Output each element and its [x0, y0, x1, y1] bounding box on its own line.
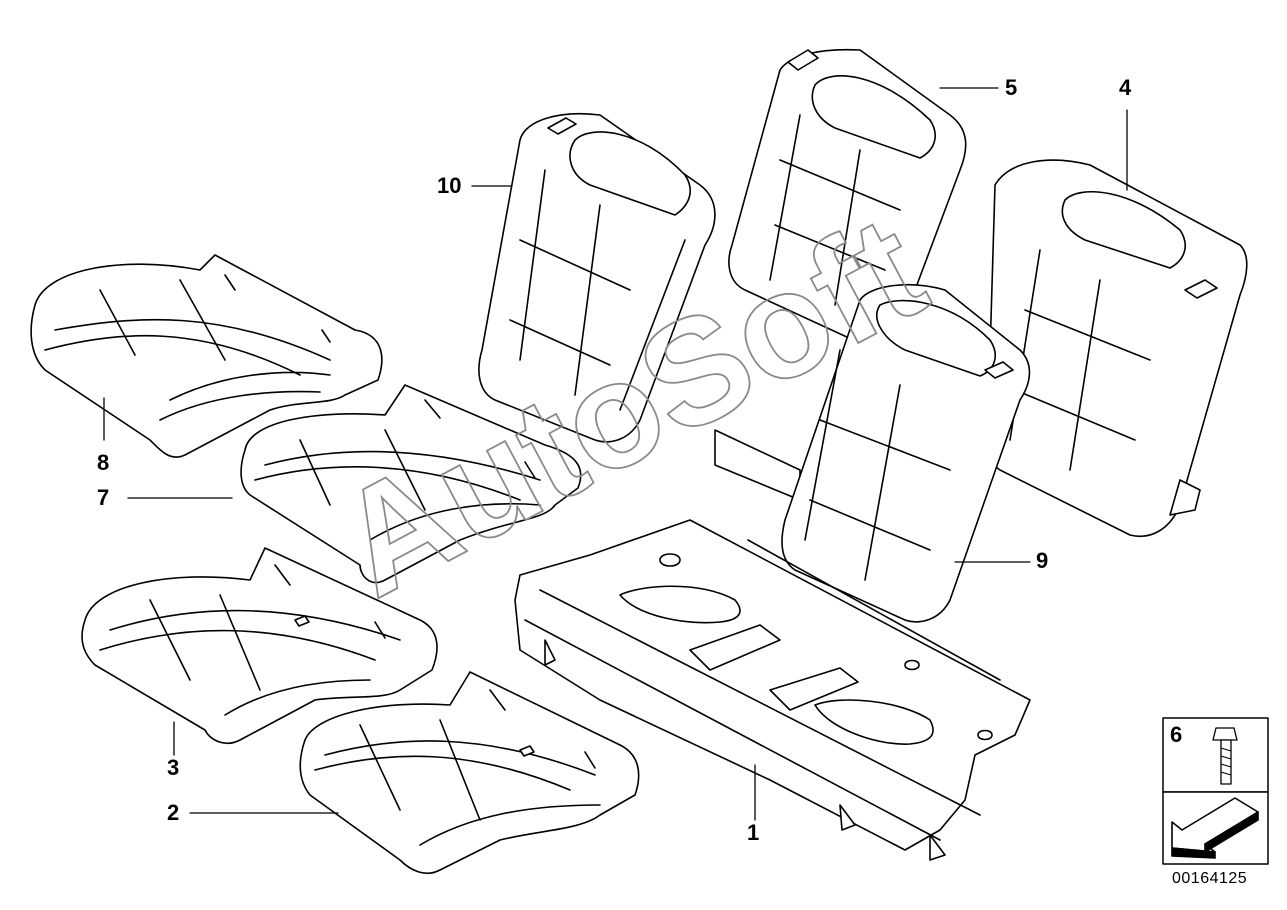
part-3-cushion-cover: [81, 547, 438, 745]
callout-10: 10: [437, 173, 462, 198]
callout-8: 8: [97, 450, 110, 475]
document-id: 00164125: [1172, 870, 1248, 887]
direction-arrow-icon: [1171, 797, 1259, 853]
callout-9: 9: [1036, 548, 1049, 573]
callout-7: 7: [97, 485, 110, 510]
callout-2: 2: [167, 800, 180, 825]
callout-1: 1: [747, 820, 760, 845]
leader-lines: [103, 87, 1128, 821]
callout-6: 6: [1170, 722, 1183, 747]
part-10-backrest: [478, 112, 716, 443]
part-1-seat-pan: [514, 519, 1031, 861]
part-5-backrest: [728, 48, 967, 347]
inset-part-6: [1162, 717, 1269, 865]
part-7-cushion-pad: [240, 384, 582, 584]
part-2-cushion-cover: [299, 671, 640, 875]
callout-3: 3: [167, 755, 180, 780]
callout-4: 4: [1119, 75, 1132, 100]
part-4-backrest: [984, 159, 1248, 537]
part-8-cushion-cover: [30, 254, 383, 458]
callout-5: 5: [1005, 75, 1018, 100]
part-9-backrest: [714, 284, 1031, 623]
